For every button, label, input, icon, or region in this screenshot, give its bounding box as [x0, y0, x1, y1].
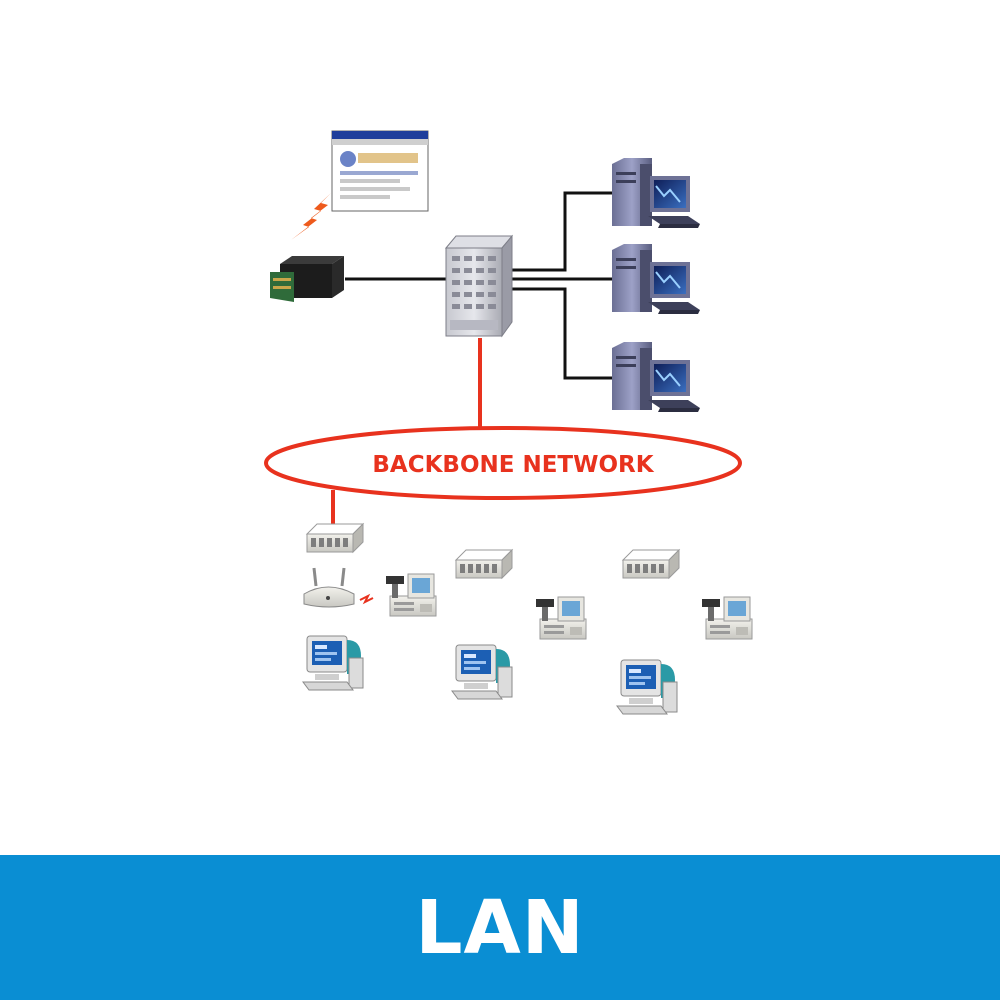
browser-window-icon	[331, 130, 429, 212]
pos-terminal-icon	[701, 596, 753, 640]
switch-icon	[455, 549, 513, 579]
connection-lines	[345, 191, 615, 380]
router-module-icon	[270, 256, 344, 302]
switch-icon	[306, 523, 364, 553]
title-banner: LAN	[0, 855, 1000, 1000]
backbone-ring	[264, 426, 742, 500]
central-server-icon	[444, 234, 514, 338]
workstation-icon	[611, 243, 701, 315]
pos-terminal-icon	[535, 596, 587, 640]
wireless-access-point-icon	[303, 567, 355, 608]
banner-title: LAN	[415, 884, 585, 971]
switch-icon	[622, 549, 680, 579]
desktop-pc-icon	[302, 635, 364, 691]
desktop-pc-icon	[451, 644, 513, 700]
network-diagram: BACKBONE NETWORK	[264, 130, 753, 715]
pos-terminal-icon	[385, 573, 437, 617]
wireless-signal-icon	[359, 593, 374, 605]
workstation-icon	[611, 341, 701, 413]
backbone-label: BACKBONE NETWORK	[372, 452, 654, 478]
workstation-icon	[611, 157, 701, 229]
desktop-pc-icon	[616, 659, 678, 715]
lightning-bolt-icon	[291, 193, 331, 240]
